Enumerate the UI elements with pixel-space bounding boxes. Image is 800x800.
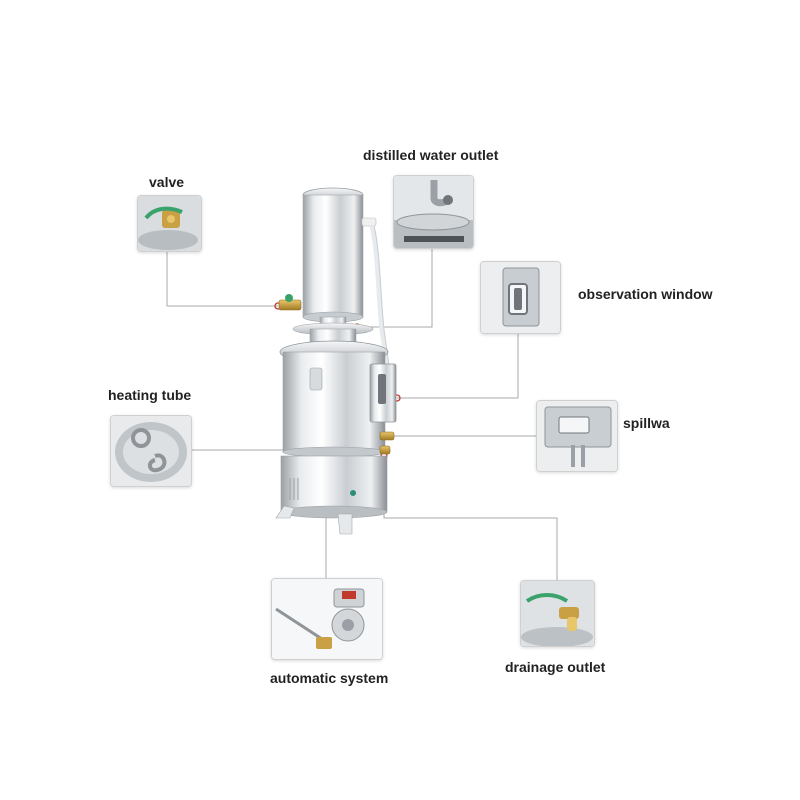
heating-tube-photo [111, 416, 191, 486]
thumb-distilled-water-outlet [393, 175, 474, 249]
label-distilled-water-outlet: distilled water outlet [363, 147, 499, 163]
leg-left [275, 505, 295, 519]
automatic-system-photo [272, 579, 382, 659]
label-drainage-outlet: drainage outlet [505, 659, 606, 675]
outlet-hose [369, 225, 391, 373]
leader-observation-window [397, 332, 519, 399]
spillway-tap [379, 431, 395, 441]
thumb-automatic-system [271, 578, 383, 660]
label-valve: valve [149, 174, 185, 190]
thumb-heating-tube [110, 415, 192, 487]
boiler-body [282, 351, 386, 453]
observation-window-photo [481, 262, 560, 333]
label-heating-tube: heating tube [108, 387, 192, 403]
outlet-nozzle [361, 217, 377, 227]
thumb-valve [137, 195, 202, 252]
condenser-column [302, 194, 364, 318]
leg-right [337, 513, 353, 535]
thumb-spillwa [536, 400, 618, 472]
leader-valve [166, 250, 278, 307]
distilled-outlet-photo [394, 176, 473, 248]
heater-base [280, 455, 388, 513]
thumb-observation-window [480, 261, 561, 334]
spillway-photo [537, 401, 617, 471]
label-spillwa: spillwa [623, 415, 670, 431]
label-automatic-system: automatic system [270, 670, 389, 686]
drain-tap [379, 445, 391, 455]
drainage-outlet-photo [521, 581, 594, 646]
label-observation-window: observation window [578, 286, 713, 302]
thumb-drainage-outlet [520, 580, 595, 647]
valve-photo [138, 196, 201, 251]
power-indicator [350, 490, 356, 496]
